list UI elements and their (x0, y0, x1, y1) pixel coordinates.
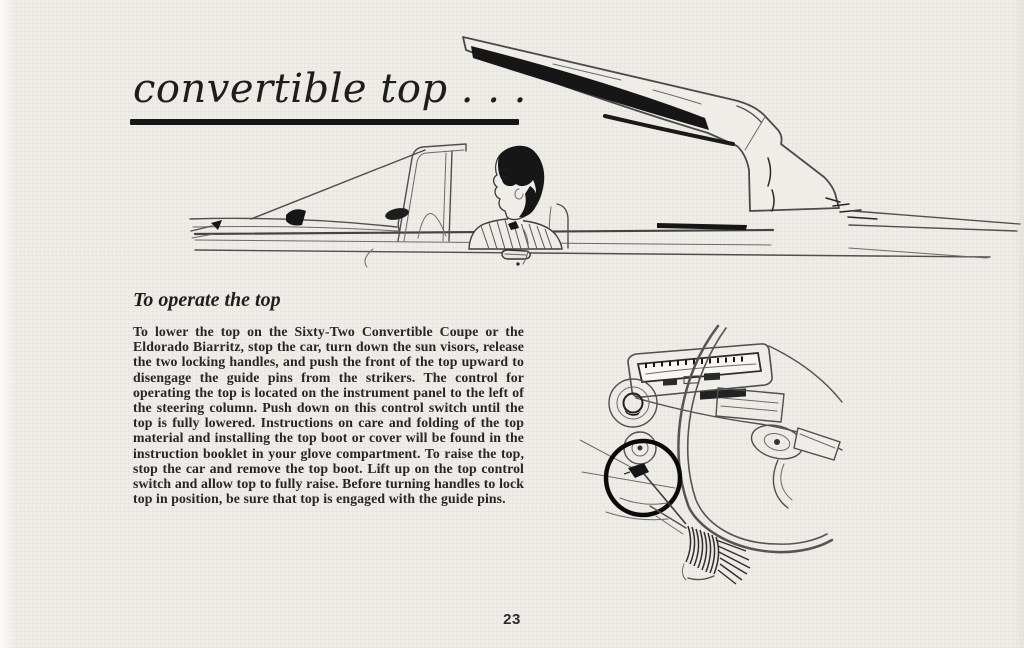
car-illustration-svg (189, 36, 1021, 268)
dashboard-illustration (580, 320, 1010, 592)
blouse-stripes (480, 219, 553, 250)
speedometer-ticks (645, 356, 743, 368)
dashboard-illustration-svg (580, 324, 843, 585)
car-illustration (185, 18, 1024, 268)
section-heading: To operate the top (133, 289, 281, 311)
driver-figure (468, 145, 563, 250)
side-mirror-icon (385, 208, 409, 234)
windshield (397, 143, 467, 242)
door-handle (501, 249, 531, 266)
finger-lines (715, 539, 751, 585)
page-number: 23 (503, 611, 521, 628)
body-paragraph: To lower the top on the Sixty-Two Conver… (133, 324, 524, 507)
steering-wheel (677, 324, 834, 554)
heater-box (715, 387, 785, 423)
pointing-hand (649, 505, 751, 585)
steering-column (750, 424, 841, 461)
door-cut-line (522, 229, 529, 265)
control-switch-highlight-circle (603, 438, 687, 525)
cluster-buttons (663, 372, 746, 400)
page-title: convertible top . . . (133, 66, 527, 112)
title-underline (130, 119, 519, 125)
convertible-top-drawing (462, 36, 878, 220)
instrument-cluster (627, 343, 773, 400)
rear-deck-lines (657, 210, 1021, 259)
sleeve-stripes (685, 525, 720, 575)
